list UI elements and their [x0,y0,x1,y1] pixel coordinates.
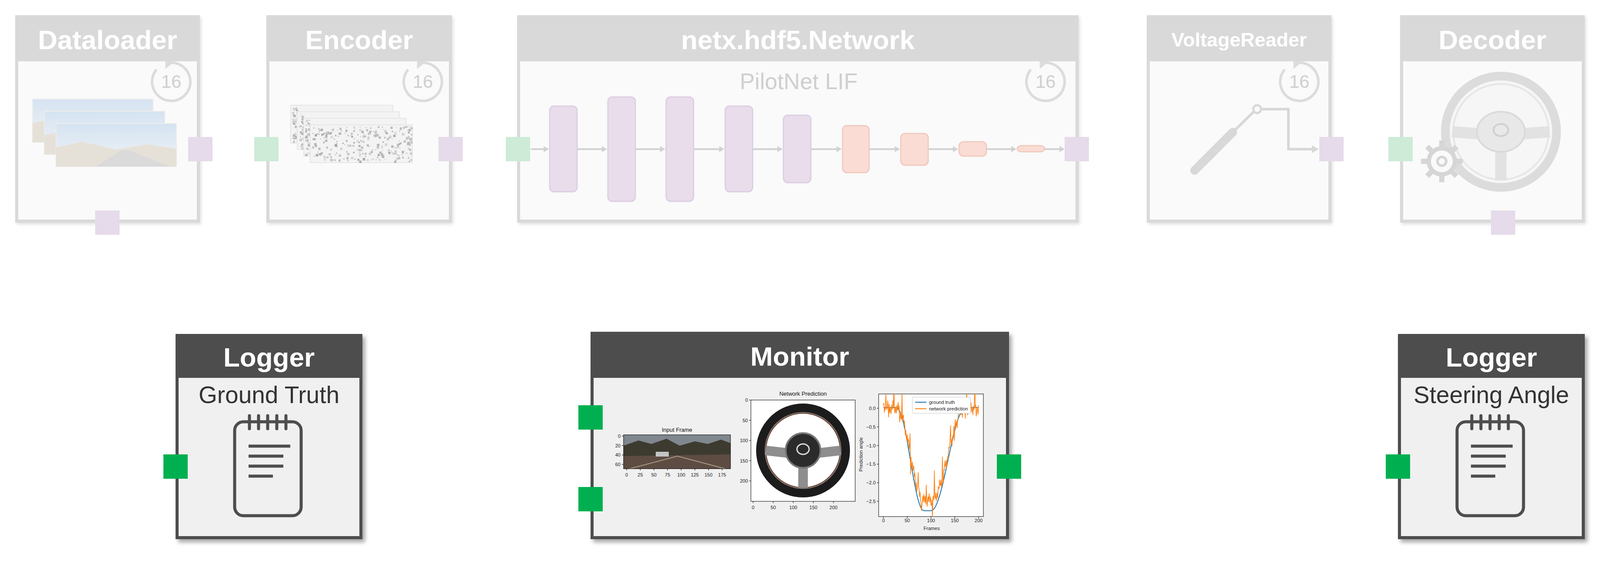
iteration-count: 16 [1035,71,1056,93]
tick-label: 100 [926,517,935,524]
port-square [1319,136,1344,162]
dataloader-block: Dataloader 16 [15,15,200,223]
plot-legend: ground truthnetwork prediction [912,396,971,414]
port-square [996,454,1022,479]
tick-label: 125 [690,471,699,478]
header-band: Monitor [593,334,1006,378]
tick-label: 75 [664,471,671,478]
block-title: Logger [1445,341,1537,373]
tick-label: 0 [882,517,885,524]
tick-label: 60 [615,461,621,468]
tick-label: −2.5 [866,498,876,505]
block-subtitle: Ground Truth [198,381,340,409]
tick-label: 150 [740,457,748,464]
encoder-block: Encoder 16 [266,15,452,223]
tick-label: 20 [615,442,621,449]
block-title: Dataloader [37,24,177,56]
network-block: netx.hdf5.NetworkPilotNet LIF 16 [517,15,1079,223]
port-square [1388,136,1413,162]
port-square [505,136,531,162]
header-band: Dataloader [18,18,197,62]
block-title: Encoder [305,24,413,56]
tick-label: 0 [617,433,621,439]
tick-label: −1.5 [866,461,876,467]
tick-label: 50 [770,504,776,511]
block-title: Logger [223,341,315,373]
port-square [188,136,213,162]
block-subtitle: PilotNet LIF [739,68,858,95]
legend-row: network prediction [915,404,968,412]
tick-label: 100 [677,471,685,478]
block-title: Decoder [1438,24,1547,56]
tick-label: 40 [615,451,621,458]
tick-label: 25 [637,471,643,478]
monitor-block: MonitorInput Frame 0 20 40 60 0 25 50 75 100 125 15… [590,331,1010,539]
iteration-count: 16 [412,71,434,93]
axis-title: Prediction angle [858,437,864,472]
port-square [254,136,279,162]
tick-label: 0 [625,471,628,478]
block-title: netx.hdf5.Network [680,24,915,56]
legend-sample [915,406,927,411]
tick-label: 100 [789,504,797,511]
tick-label: 50 [742,417,748,423]
tick-label: 0 [745,397,748,403]
tick-label: 200 [740,478,748,484]
iteration-count: 16 [161,71,182,93]
header-band: netx.hdf5.Network [520,18,1076,62]
port-square [578,404,603,430]
plot-title: Input Frame [661,426,693,434]
tick-label: −2.0 [866,479,876,486]
tick-label: 50 [651,471,657,478]
header-band: Logger [1400,336,1582,378]
legend-text: ground truth [929,399,955,405]
tick-label: 100 [740,437,748,444]
block-title: VoltageReader [1171,28,1308,52]
tick-label: 200 [829,504,838,511]
header-band: Logger [178,336,360,378]
tick-label: 175 [718,471,727,478]
port-square [1385,454,1411,479]
iteration-count: 16 [1289,71,1310,93]
tick-label: 150 [704,471,713,478]
port-square [438,136,463,162]
port-square [95,210,120,235]
decoder-block: Decoder [1400,15,1585,223]
port-square [1064,136,1089,162]
legend-sample [915,399,927,405]
block-subtitle: Steering Angle [1413,381,1570,409]
tick-label: −0.5 [866,423,876,430]
tick-label: 200 [974,517,983,524]
port-square [163,454,188,479]
header-band: VoltageReader [1149,18,1329,62]
axis-title: Frames [923,525,940,532]
tick-label: 150 [809,504,818,511]
logger-block: LoggerSteering Angle [1397,333,1585,539]
tick-label: 0 [751,504,755,511]
tick-label: 50 [904,517,910,524]
block-title: Monitor [750,340,850,372]
tick-label: 0.0 [869,405,876,412]
voltage-reader-block: VoltageReader 16 [1146,15,1332,223]
tick-label: 150 [950,517,959,524]
legend-text: network prediction [929,405,968,412]
tick-label: −1.0 [866,442,876,449]
logger-block: LoggerGround Truth [175,333,363,539]
plot-title: Network Prediction [779,390,827,398]
header-band: Decoder [1403,18,1582,62]
port-square [578,486,603,512]
port-square [1490,210,1516,235]
header-band: Encoder [269,18,449,62]
legend-row: ground truth [915,398,968,405]
